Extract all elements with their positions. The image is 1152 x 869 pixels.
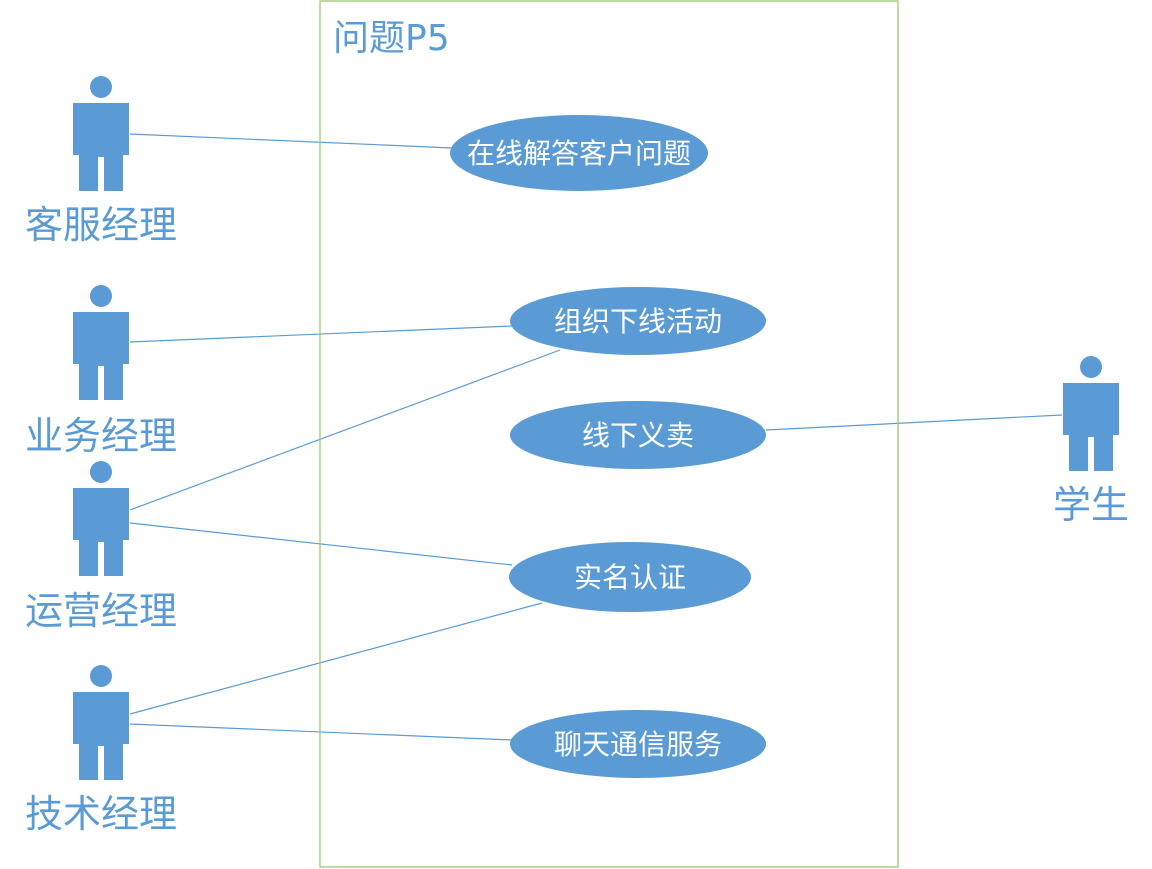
actor-biz[interactable]: 业务经理	[25, 285, 177, 458]
use-case-uc5[interactable]: 聊天通信服务	[510, 710, 766, 778]
actor-ops[interactable]: 运营经理	[25, 461, 177, 633]
use-case-uc2[interactable]: 组织下线活动	[510, 287, 766, 355]
association-tech-uc5	[129, 723, 513, 741]
actor-label: 技术经理	[25, 792, 177, 836]
person-icon	[73, 665, 129, 780]
use-case-label: 实名认证	[574, 561, 686, 594]
association-lines	[129, 133, 1063, 741]
use-case-uc3[interactable]: 线下义卖	[510, 401, 766, 469]
association-student-uc3	[765, 414, 1063, 431]
use-case-label: 在线解答客户问题	[467, 137, 691, 170]
actor-label: 客服经理	[25, 203, 177, 247]
person-icon	[73, 461, 129, 576]
use-case-uc4[interactable]: 实名认证	[509, 542, 751, 612]
system-boundary	[319, 0, 899, 868]
actor-label: 业务经理	[25, 414, 177, 458]
use-case-label: 组织下线活动	[554, 305, 722, 338]
actor-label: 运营经理	[25, 589, 177, 633]
association-ops-uc4	[129, 522, 513, 566]
person-icon	[73, 285, 129, 400]
system-title: 问题P5	[333, 18, 450, 59]
use-case-uc1[interactable]: 在线解答客户问题	[450, 115, 708, 191]
association-biz-uc2	[129, 325, 513, 343]
actor-cs[interactable]: 客服经理	[25, 76, 177, 247]
actor-student[interactable]: 学生	[1053, 356, 1129, 527]
use-case-label: 线下义卖	[582, 419, 694, 452]
association-cs-uc1	[129, 133, 453, 149]
actor-tech[interactable]: 技术经理	[25, 665, 177, 836]
association-ops-uc2	[129, 349, 561, 511]
person-icon	[73, 76, 129, 191]
use-case-label: 聊天通信服务	[554, 728, 722, 761]
person-icon	[1063, 356, 1119, 471]
actor-label: 学生	[1053, 483, 1129, 527]
association-tech-uc4	[129, 602, 543, 715]
